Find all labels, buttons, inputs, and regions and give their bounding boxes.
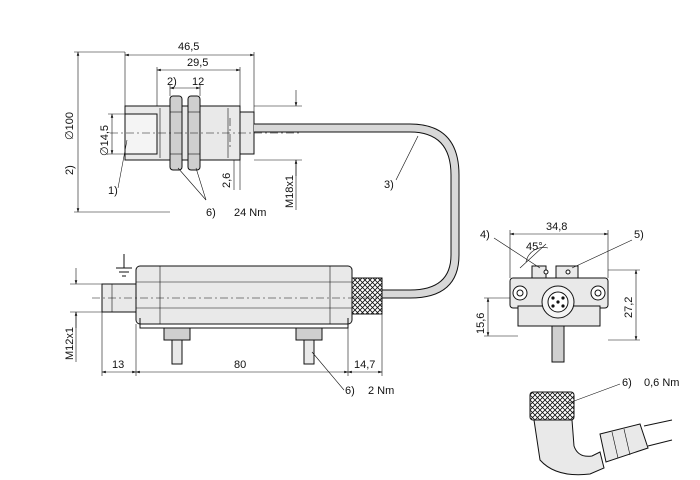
connector-body [533, 419, 605, 476]
callout-5: 5) [634, 229, 644, 241]
sensor-dimensions: 46,5 29,5 2) 12 ∅100 2) ∅14,5 2,6 M18x1 [64, 41, 302, 213]
end-dim-left-height-label: 15,6 [475, 313, 487, 334]
ground-icon [116, 254, 132, 277]
dim-diameter-large-label: ∅100 [64, 112, 76, 140]
mounting-bracket [139, 318, 349, 329]
end-dim-right-height-label: 27,2 [623, 297, 635, 318]
dim-small-label: 2,6 [221, 173, 233, 188]
amplifier-body [135, 265, 353, 325]
end-view-dimensions: 34,8 45° 15,6 27,2 [475, 221, 640, 341]
end-dim-width-label: 34,8 [546, 221, 567, 233]
connector-callouts: 6) 0,6 Nm [565, 377, 679, 405]
callout-6-connector: 6) [622, 377, 632, 389]
amplifier-callouts: 6) 2 Nm [311, 351, 394, 397]
sensor-head-drawing [110, 95, 300, 171]
amp-dim-left-label: 13 [112, 359, 124, 371]
amp-dim-middle-label: 80 [234, 359, 246, 371]
end-view-callouts: 4) 5) [480, 229, 644, 269]
connector-knurled-nut [529, 391, 575, 421]
dim-nut-width-label: 12 [192, 76, 204, 88]
dim-thread-length-label: 29,5 [187, 57, 208, 69]
dim-overall-label: 46,5 [178, 41, 199, 53]
dim-nut-note: 2) [167, 76, 177, 88]
callout-1: 1) [108, 185, 118, 197]
callout-6-amplifier: 6) [345, 385, 355, 397]
callout-3: 3) [384, 179, 394, 191]
angled-connector-drawing [529, 391, 673, 476]
amp-dim-right-label: 14,7 [354, 359, 375, 371]
end-dim-angle-label: 45° [526, 241, 543, 253]
dim-diameter-face-label: ∅14,5 [99, 125, 111, 156]
mounting-foot-right [295, 327, 323, 341]
mounting-foot-left [163, 327, 191, 341]
sensor-cable [254, 123, 460, 299]
amplifier-drawing [92, 254, 400, 365]
cable-gland [351, 277, 383, 315]
callout-4: 4) [480, 229, 490, 241]
end-view-stem [551, 325, 565, 363]
dim-side-note: 2) [64, 165, 76, 175]
torque-connector: 0,6 Nm [644, 377, 679, 389]
dim-thread-label: M18x1 [284, 175, 296, 208]
torque-sensor: 24 Nm [234, 207, 266, 219]
sensor-callouts: 1) 3) 6) 24 Nm [108, 135, 419, 219]
torque-amplifier: 2 Nm [368, 385, 394, 397]
amplifier-dimensions: M12x1 13 80 14,7 [64, 268, 383, 376]
amp-dim-thread-label: M12x1 [64, 327, 76, 360]
end-view-drawing [509, 265, 609, 363]
sensor-face [124, 113, 158, 155]
callout-6-sensor: 6) [206, 207, 216, 219]
